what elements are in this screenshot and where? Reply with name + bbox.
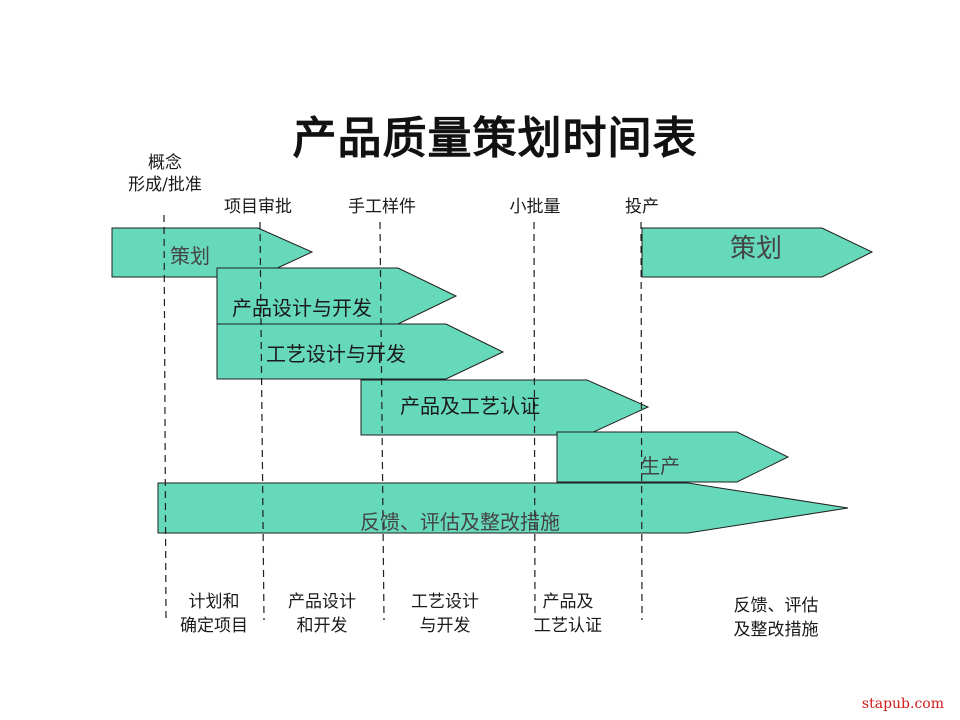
milestone-pilot: 小批量: [509, 197, 561, 217]
milestone-line-launch: [640, 221, 643, 621]
page-title: 产品质量策划时间表: [292, 113, 698, 164]
arrow-label-product-design: 产品设计与开发: [232, 296, 372, 320]
milestone-line-prototype: [379, 221, 385, 621]
arrow-planning: [111, 227, 314, 278]
phase-validate: 产品及 工艺认证: [534, 592, 602, 636]
arrow-feedback: [157, 482, 849, 534]
arrow-process-design: [216, 323, 505, 380]
milestone-line-concept: [163, 214, 167, 621]
arrow-product-design: [216, 267, 458, 325]
arrow-label-process-design: 工艺设计与开发: [266, 342, 406, 366]
arrow-label-production: 生产: [640, 454, 680, 478]
watermark: stapub.com: [861, 696, 944, 712]
arrow-planning-2: [641, 227, 874, 278]
milestone-concept: 概念 形成/批准: [128, 153, 202, 195]
arrow-label-validation: 产品及工艺认证: [400, 394, 540, 418]
phase-feedback: 反馈、评估 及整改措施: [733, 596, 819, 640]
milestone-prototype: 手工样件: [348, 197, 416, 217]
milestone-line-pilot: [533, 221, 536, 621]
arrow-label-feedback: 反馈、评估及整改措施: [360, 510, 560, 534]
arrow-label-planning-2: 策划: [730, 234, 783, 264]
arrow-validation: [360, 379, 650, 436]
arrow-production: [556, 431, 790, 483]
arrow-label-planning: 策划: [170, 244, 210, 268]
phase-plan: 计划和 确定项目: [180, 592, 248, 636]
phase-design: 产品设计 和开发: [288, 592, 356, 636]
phase-process: 工艺设计 与开发: [411, 592, 479, 636]
milestone-launch: 投产: [625, 197, 659, 217]
milestone-line-review: [259, 221, 265, 621]
milestone-review: 项目审批: [224, 197, 292, 217]
